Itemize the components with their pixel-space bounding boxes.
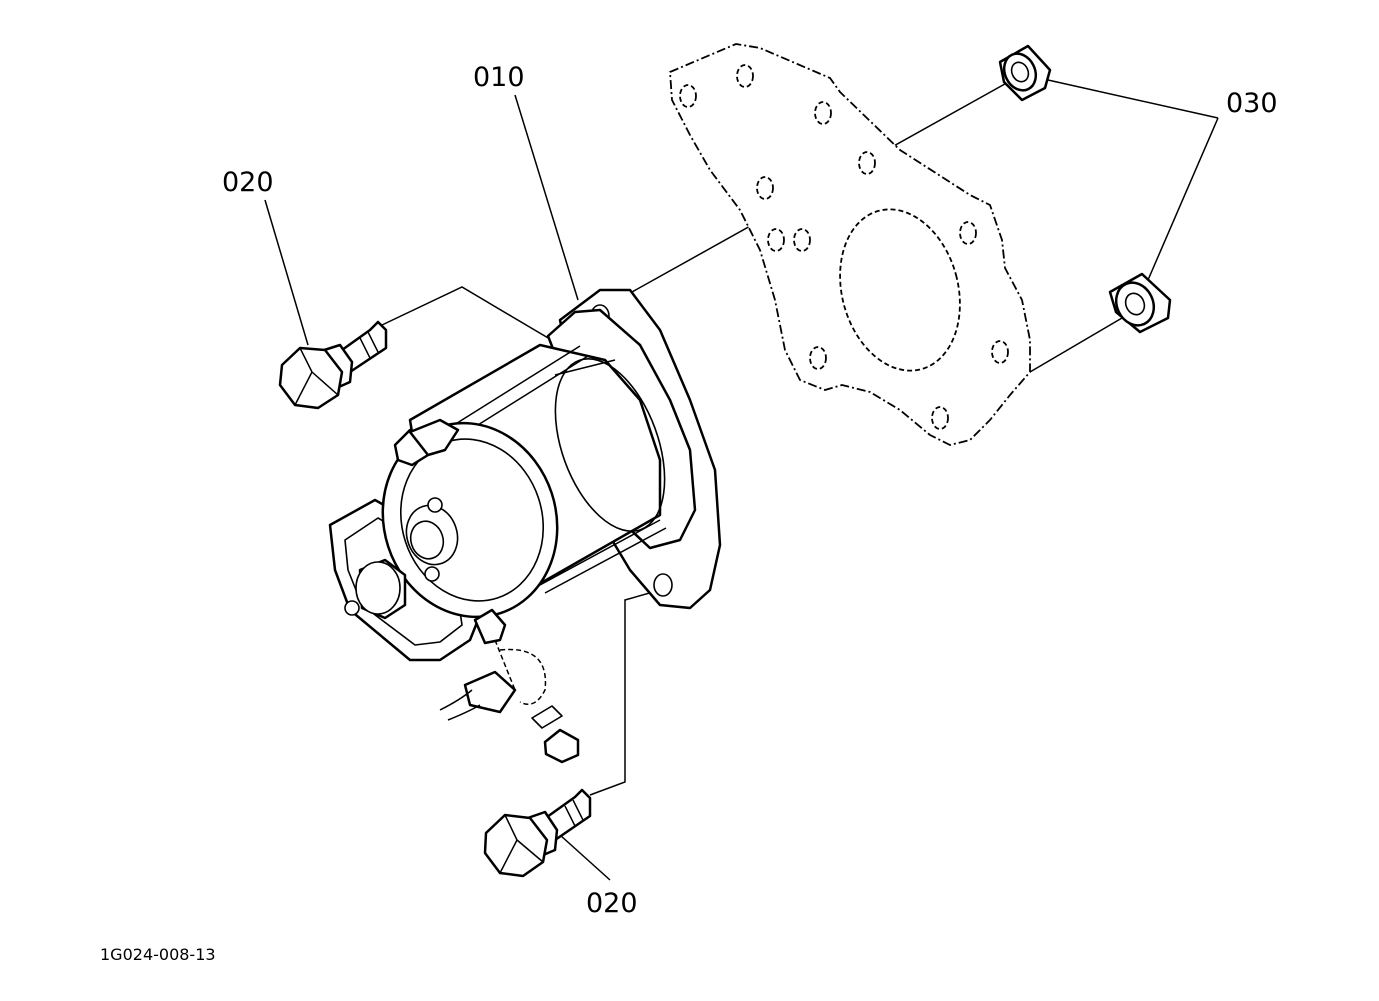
- gasket-center-hole: [839, 208, 961, 372]
- gasket-bolt-hole-11: [931, 406, 949, 430]
- leader-020-upper: [264, 199, 309, 346]
- nut-030-lower: [1108, 272, 1172, 334]
- flange-gasket: [669, 43, 1031, 446]
- leader-030-top: [1047, 79, 1219, 119]
- gasket-bolt-hole-7: [793, 228, 811, 252]
- leader-bolt-upper-axis: [381, 286, 561, 346]
- leader-010: [514, 94, 579, 301]
- bolt-020-lower: [483, 788, 592, 878]
- leader-lower-stud-axis: [1029, 317, 1123, 373]
- callout-020-upper: 020: [222, 167, 274, 198]
- gasket-bolt-hole-5: [756, 176, 774, 200]
- callout-020-lower: 020: [586, 888, 638, 919]
- gasket-bolt-hole-1: [679, 84, 697, 108]
- gasket-bolt-hole-3: [814, 101, 832, 125]
- gasket-bolt-hole-4: [858, 151, 876, 175]
- callout-010: 010: [473, 62, 525, 93]
- bolt-020-upper: [278, 320, 388, 410]
- gasket-bolt-hole-9: [809, 346, 827, 370]
- nut-030-upper: [998, 44, 1052, 102]
- figure-id: 1G024-008-13: [100, 945, 216, 964]
- gasket-bolt-hole-10: [991, 340, 1009, 364]
- gasket-bolt-hole-8: [959, 221, 977, 245]
- starter-motor: [328, 288, 722, 764]
- gasket-bolt-hole-6: [767, 228, 785, 252]
- callout-030: 030: [1226, 88, 1278, 119]
- gasket-bolt-hole-2: [736, 64, 754, 88]
- terminal-nut: [543, 728, 580, 764]
- starter-terminal-stud: [473, 608, 507, 645]
- battery-cable-terminal: [463, 670, 517, 714]
- leader-030-bottom: [1147, 117, 1219, 281]
- leader-bolt-lower-axis: [589, 589, 661, 796]
